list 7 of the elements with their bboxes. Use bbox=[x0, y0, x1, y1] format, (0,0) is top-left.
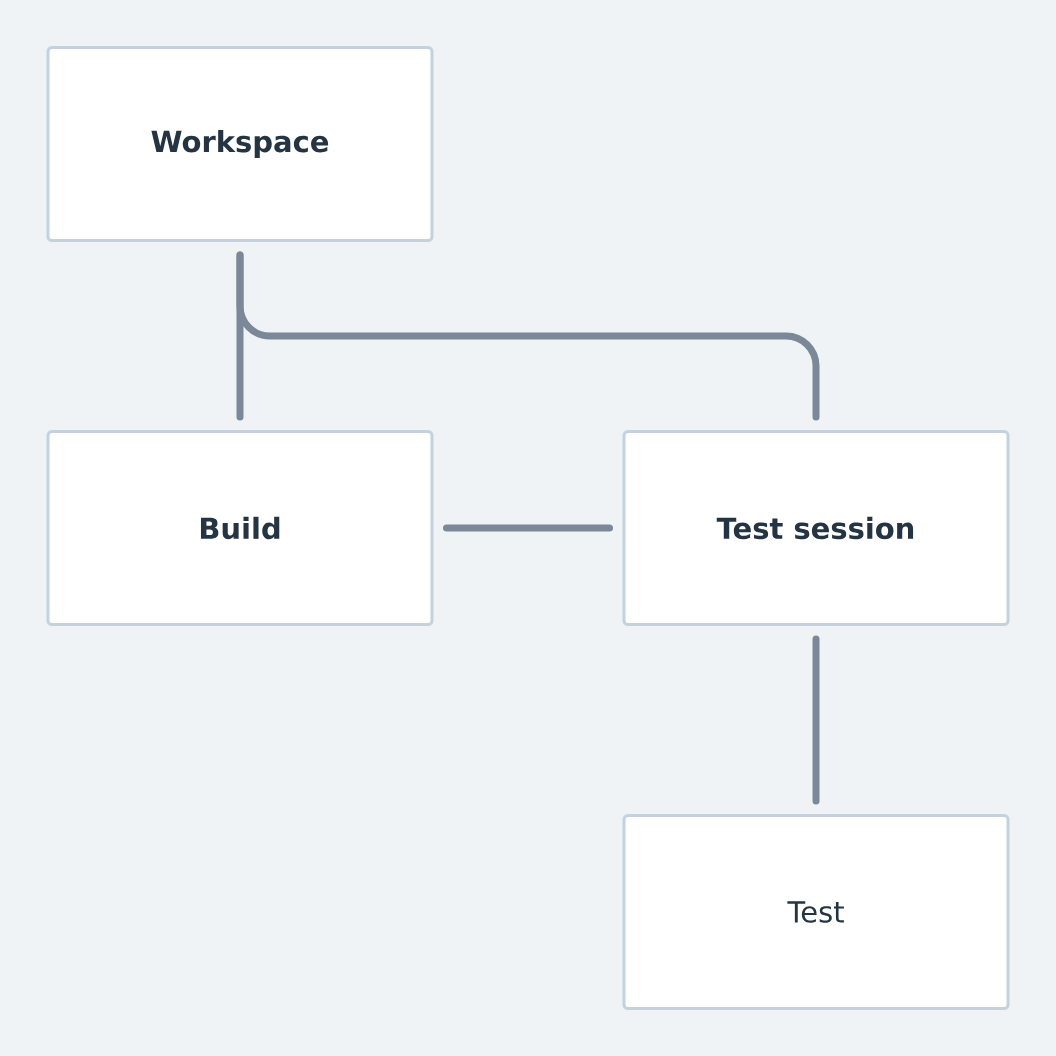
connector-line bbox=[443, 524, 613, 532]
process-box: Test session bbox=[622, 430, 1010, 626]
process-box: Build bbox=[46, 430, 434, 626]
process-box: Workspace bbox=[46, 46, 434, 242]
process-box: Test bbox=[622, 814, 1010, 1010]
connector-line bbox=[812, 635, 820, 805]
connector-line bbox=[236, 251, 820, 421]
